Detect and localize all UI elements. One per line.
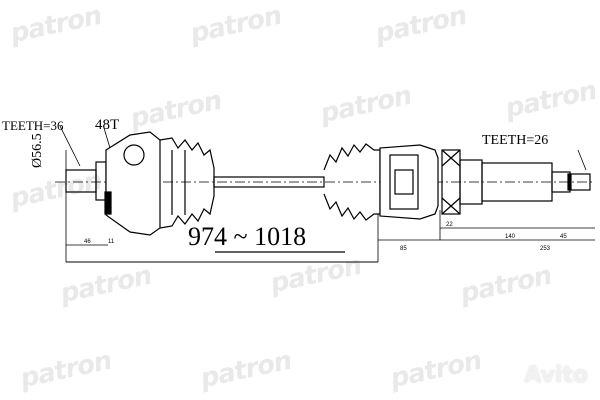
dim-left-small: 11 bbox=[108, 239, 115, 245]
abs-teeth-label: 48T bbox=[95, 117, 120, 133]
length-range-label: 974 ~ 1018 bbox=[188, 222, 307, 251]
dim-left-stub: 46 bbox=[84, 239, 91, 245]
dim-right-mid: 140 bbox=[505, 234, 516, 240]
teeth-left-label: TEETH=36 bbox=[2, 118, 64, 133]
dim-right-bearing: 22 bbox=[446, 222, 453, 228]
dim-right-offset: 85 bbox=[400, 246, 407, 252]
dim-right-total: 253 bbox=[540, 246, 551, 252]
avito-logo: Avito bbox=[524, 363, 588, 388]
diameter-label: Ø56.5 bbox=[30, 133, 45, 168]
teeth-right-label: TEETH=26 bbox=[482, 133, 549, 148]
dim-right-end: 45 bbox=[560, 234, 567, 240]
